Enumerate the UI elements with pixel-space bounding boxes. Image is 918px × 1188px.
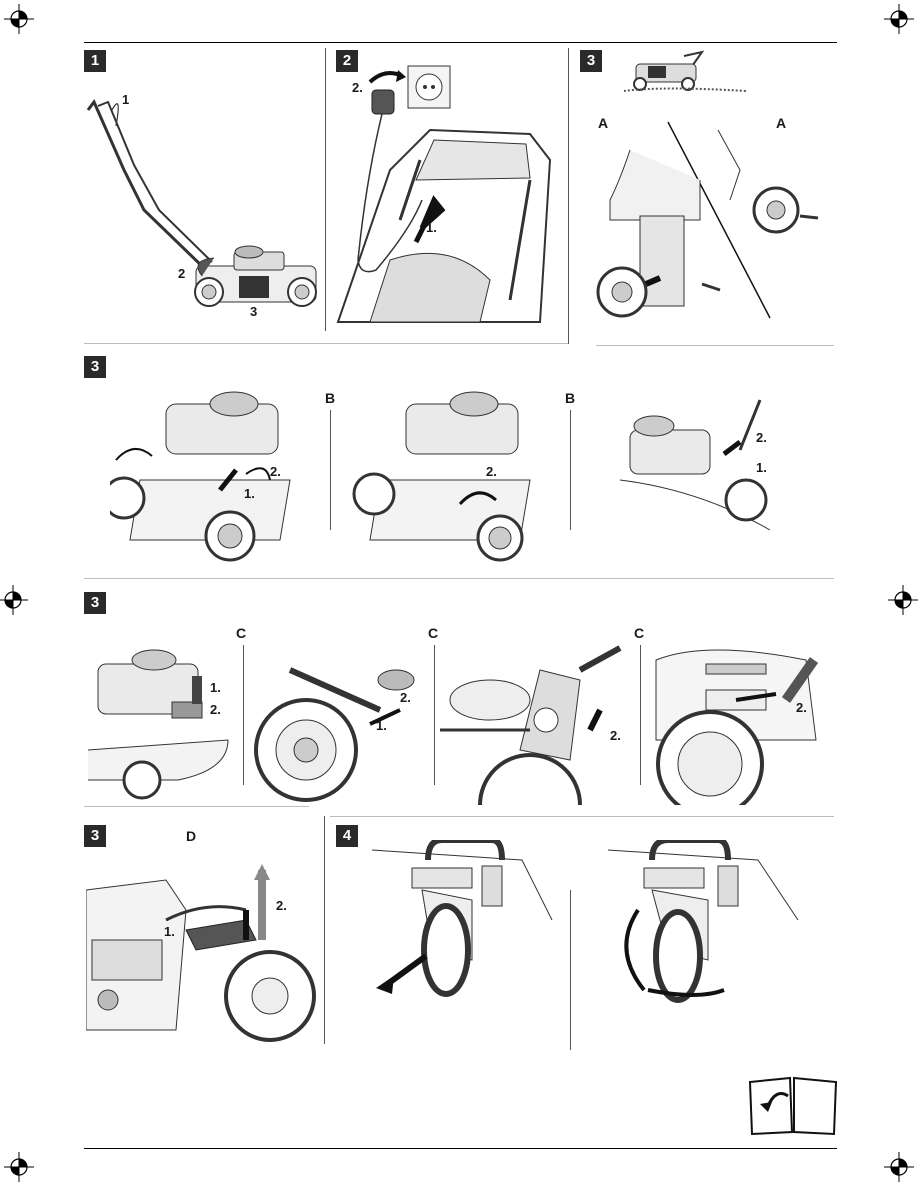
variant-label-b-2: B (565, 390, 576, 406)
step-1-label: 1. (376, 718, 387, 733)
step-2-label: 2. (756, 430, 767, 445)
registration-mark-icon (4, 4, 34, 34)
height-adjust-lever-illustration-2 (352, 391, 531, 562)
step-1-label: 1. (164, 924, 175, 939)
variant-label-a-right: A (776, 115, 787, 131)
panel-3a-badge: 3 (580, 50, 602, 72)
variant-label-c-3: C (634, 625, 645, 641)
step-1-label: 1. (756, 460, 767, 475)
divider (568, 48, 569, 344)
registration-mark-icon (884, 1152, 914, 1182)
callout-1: 1 (122, 92, 130, 107)
divider (243, 645, 244, 785)
divider (84, 806, 309, 807)
variant-label-b: B (325, 390, 336, 406)
height-adjust-lever-illustration-1 (110, 391, 291, 562)
variant-label-c: C (236, 625, 247, 641)
step-2-label: 2. (610, 728, 621, 743)
divider (325, 48, 326, 331)
top-rule (84, 42, 837, 43)
registration-mark-icon (0, 585, 28, 615)
charger-connection-illustration (336, 65, 552, 323)
callout-3: 3 (250, 304, 258, 319)
registration-mark-icon (884, 4, 914, 34)
height-adjust-lever-illustration-3 (619, 399, 771, 531)
height-selector-illustration-3 (440, 645, 622, 805)
height-adjust-handle-illustration (86, 864, 316, 1042)
step-2-label: 2. (486, 464, 497, 479)
divider (434, 645, 435, 785)
divider (84, 578, 834, 579)
divider (330, 410, 331, 530)
divider (324, 816, 325, 1044)
mower-assembly-illustration (86, 99, 317, 307)
divider (596, 345, 834, 346)
swivel-wheel-lock-illustration (372, 840, 553, 997)
panel-3c-badge: 3 (84, 592, 106, 614)
variant-label-a: A (598, 115, 609, 131)
panel-4-badge: 4 (336, 825, 358, 847)
book-page-turn-icon (748, 1076, 838, 1136)
height-selector-illustration-1 (88, 649, 229, 800)
divider (570, 890, 571, 1050)
front-wheel-mount-illustration (596, 121, 819, 319)
divider (640, 645, 641, 785)
divider (330, 816, 834, 817)
step-1-label: 1. (210, 680, 221, 695)
height-selector-illustration-4 (655, 649, 819, 805)
swivel-wheel-free-illustration (608, 840, 799, 1003)
bottom-rule (84, 1148, 837, 1149)
panel-3b-badge: 3 (84, 356, 106, 378)
callout-2: 2 (178, 266, 186, 281)
step-2-label: 2. (400, 690, 411, 705)
variant-label-c-2: C (428, 625, 439, 641)
step-2-label: 2. (210, 702, 221, 717)
step-2-label: 2. (796, 700, 807, 715)
height-selector-illustration-2 (254, 667, 415, 802)
divider (570, 410, 571, 530)
step-2-label: 2. (270, 464, 281, 479)
registration-mark-icon (888, 585, 918, 615)
panel-2-badge: 2 (336, 50, 358, 72)
variant-label-d: D (186, 828, 197, 844)
panel-3d-badge: 3 (84, 825, 106, 847)
step-1-label: 1. (244, 486, 255, 501)
mower-icon (623, 50, 747, 92)
step-2-label: 2. (352, 80, 363, 95)
registration-mark-icon (4, 1152, 34, 1182)
divider (84, 343, 568, 344)
step-1-label: 1. (426, 220, 437, 235)
panel-1-badge: 1 (84, 50, 106, 72)
step-2-label: 2. (276, 898, 287, 913)
